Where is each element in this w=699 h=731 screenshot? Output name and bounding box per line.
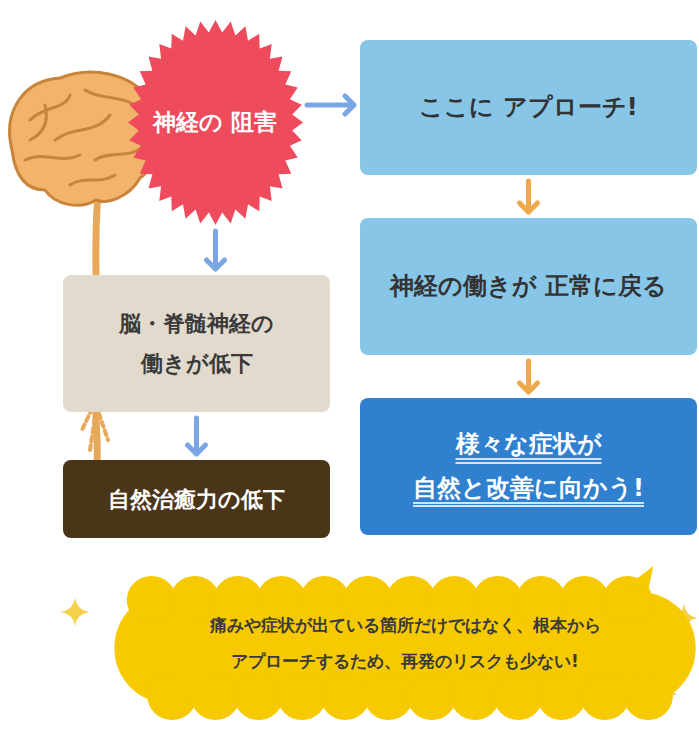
node-label: 神経の働きが 正常に戻る [390, 265, 667, 308]
result-box: 自然治癒力の低下 [63, 460, 330, 538]
sparkle [61, 598, 89, 626]
node-label: 神経の 阻害 [153, 103, 277, 142]
node-label: 痛みや症状が出ている箇所だけではなく、根本から アプローチするため、再発のリスク… [125, 608, 685, 679]
brain-folds [25, 90, 145, 185]
flow-arrow [520, 361, 538, 392]
text-wrap: 神経の働きが 正常に戻る [390, 265, 667, 308]
node-label: 脳・脊髄神経の 働きが低下 [75, 304, 318, 383]
flow-arrow [207, 231, 225, 269]
starburst-node: 神経の 阻害 [128, 20, 303, 225]
text-wrap: 脳・脊髄神経の 働きが低下 [75, 304, 318, 383]
starburst-outline [128, 20, 303, 225]
process-box: ここに アプローチ! [360, 40, 697, 175]
text-wrap: 神経の 阻害 [153, 103, 277, 142]
text-wrap: 様々な症状が 自然と改善に向かう! [372, 423, 685, 509]
result-box: 様々な症状が 自然と改善に向かう! [360, 398, 697, 535]
node-label: 様々な症状が 自然と改善に向かう! [372, 423, 685, 509]
cloud-shape [100, 566, 699, 722]
process-box: 神経の働きが 正常に戻る [360, 218, 697, 355]
flow-arrow [188, 418, 206, 454]
speech-bubble: 痛みや症状が出ている箇所だけではなく、根本から アプローチするため、再発のリスク… [100, 566, 699, 722]
process-box: 脳・脊髄神経の 働きが低下 [63, 275, 330, 412]
text-wrap: ここに アプローチ! [419, 86, 637, 129]
flow-arrow [307, 96, 354, 114]
text-wrap: 痛みや症状が出ている箇所だけではなく、根本から アプローチするため、再発のリスク… [125, 608, 685, 679]
node-label: ここに アプローチ! [419, 86, 637, 129]
node-label: 自然治癒力の低下 [108, 483, 285, 516]
text-wrap: 自然治癒力の低下 [108, 483, 285, 516]
flow-arrow [520, 181, 538, 212]
